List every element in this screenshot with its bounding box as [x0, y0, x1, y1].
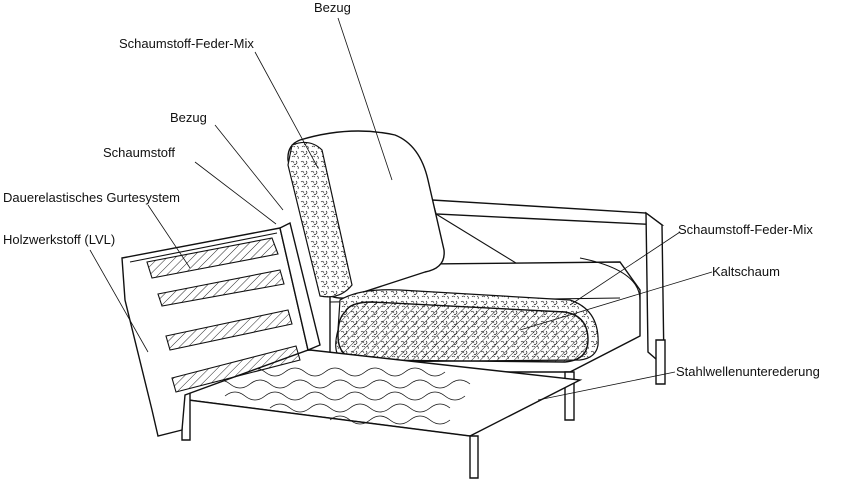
label-foam-feather-mix-seat: Schaumstoff-Feder-Mix	[678, 222, 813, 237]
label-schaumstoff: Schaumstoff	[103, 145, 176, 160]
label-holzwerkstoff: Holzwerkstoff (LVL)	[3, 232, 116, 247]
seat-cold-foam	[337, 301, 589, 363]
leader-lines	[89, 17, 713, 401]
leader-schaumstoff	[194, 161, 277, 225]
label-gurtesystem: Dauerelastisches Gurtesystem	[3, 190, 181, 205]
leader-mix-back	[254, 51, 319, 169]
label-foam-feather-mix-back: Schaumstoff-Feder-Mix	[119, 36, 254, 51]
leader-gurte	[147, 204, 191, 269]
leader-mix-seat	[569, 231, 681, 306]
leader-kaltschaum	[519, 271, 713, 331]
label-kaltschaum: Kaltschaum	[712, 264, 780, 279]
webbing-straps	[146, 237, 301, 393]
leader-stahl	[537, 371, 676, 401]
leader-bezug-left	[214, 124, 284, 211]
label-stahlwellen: Stahlwellenunterederung	[676, 364, 820, 379]
leader-lvl	[89, 249, 149, 353]
label-bezug-top: Bezug	[314, 0, 351, 15]
leader-bezug-top	[337, 17, 393, 181]
label-bezug-left: Bezug	[170, 110, 207, 125]
